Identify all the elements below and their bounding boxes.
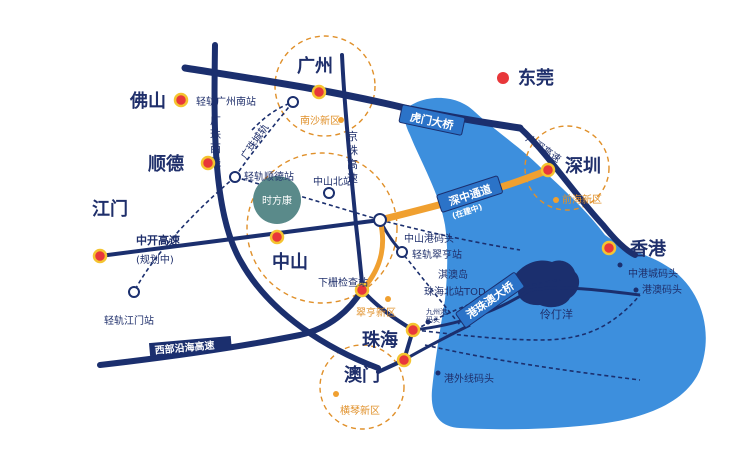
marker-foshan <box>173 92 189 108</box>
marker-guangzhou <box>311 84 327 100</box>
station-xiazha: 下栅检查站 <box>318 276 368 289</box>
highways <box>97 42 638 374</box>
svg-text:线: 线 <box>210 155 221 169</box>
humen-guangzhou-highway <box>181 64 524 132</box>
western-coastal-bg <box>149 336 232 358</box>
humen-bridge-label: 虎门大桥 <box>398 104 466 136</box>
marker-zhongshan <box>269 229 285 245</box>
marker-shunde <box>200 155 216 171</box>
hzm-bridge <box>412 286 641 332</box>
station-jiangmen: 轻轨江门站 <box>104 314 154 327</box>
watermark-text: 搜狐号@搜狐焦点邵阳站 <box>562 450 705 466</box>
station-hk-outer: 港外线码头 <box>444 372 494 385</box>
city-guangzhou: 广州 <box>297 55 333 77</box>
station-jiuzhou-1: 九州港 <box>426 307 447 316</box>
jingzhu-vertical-label: 京 珠 高 速 <box>347 129 358 185</box>
station-zhonggang: 中港城码头 <box>628 267 678 280</box>
area-nansha: 南沙新区 <box>300 114 340 127</box>
svg-text:广: 广 <box>210 114 221 127</box>
city-dongguan: 东莞 <box>518 67 554 89</box>
hengqin-circle <box>319 344 405 430</box>
city-zhongshan: 中山 <box>272 251 308 273</box>
station-zhongshan-north: 中山北站 <box>313 175 353 188</box>
zhongkai-highway <box>98 218 382 258</box>
marker-macau <box>396 352 412 368</box>
station-gz-south: 轻轨广州南站 <box>196 95 256 108</box>
station-cuiheng: 轻轨翠亨站 <box>412 248 462 261</box>
hzm-bridge-to-macau <box>403 323 471 362</box>
station-markers <box>128 96 408 298</box>
nansha-circle <box>274 35 376 137</box>
area-dots <box>333 117 559 397</box>
svg-text:高: 高 <box>347 157 358 171</box>
city-markers <box>92 72 617 368</box>
marker-hongkong <box>601 240 617 256</box>
area-hengqin: 横琴新区 <box>340 404 380 417</box>
zhongkai-text: 中开高速 <box>136 233 180 247</box>
svg-text:京: 京 <box>347 129 358 143</box>
station-zhongshan-port: 中山港码头 <box>404 232 454 245</box>
marker-dongguan <box>497 72 509 84</box>
city-jiangmen: 江门 <box>92 198 128 220</box>
city-zhuhai: 珠海 <box>362 329 398 351</box>
area-qianhai: 前海新区 <box>562 193 602 206</box>
jingzhu-highway <box>340 53 365 292</box>
port-dots <box>425 262 639 376</box>
project-logo-text: 时方康 <box>262 194 292 207</box>
zhongkai-sub-text: (规划中) <box>136 253 174 266</box>
guangshen-highway <box>517 125 638 258</box>
city-macau: 澳门 <box>344 364 380 386</box>
station-gang-ao: 港澳码头 <box>642 283 682 296</box>
city-shunde: 顺德 <box>148 153 184 175</box>
svg-text:速: 速 <box>347 172 358 185</box>
guangzhu-west-vertical-label: 广 珠 西 线 <box>210 114 221 169</box>
project-logo: 时方康 <box>253 176 301 224</box>
cuiheng-circle <box>246 152 398 304</box>
western-coastal-highway <box>97 287 365 368</box>
marker-shenzhen <box>540 162 556 178</box>
guangzhu-west-line <box>211 42 381 371</box>
marker-xiazha <box>354 282 370 298</box>
svg-text:珠: 珠 <box>347 143 358 157</box>
station-jiuzhou-2: 码头 <box>426 315 440 324</box>
lantau-island <box>512 260 580 308</box>
city-hongkong: 香港 <box>629 239 667 260</box>
svg-text:珠: 珠 <box>210 127 221 141</box>
station-qi-ao: 淇澳岛 <box>438 268 468 281</box>
city-foshan: 佛山 <box>129 90 166 112</box>
station-zhuhai-north-tod: 珠海北站TOD <box>424 285 486 298</box>
water-lingdingyang: 伶仃洋 <box>540 307 573 321</box>
area-cuiheng: 翠亨新区 <box>356 306 396 319</box>
qianhai-circle <box>524 125 610 211</box>
svg-text:西: 西 <box>210 142 221 155</box>
station-shunde: 轻轨顺德站 <box>244 170 294 183</box>
marker-zhuhai <box>405 322 421 338</box>
marker-jiangmen <box>92 248 108 264</box>
city-shenzhen: 深圳 <box>565 155 601 177</box>
